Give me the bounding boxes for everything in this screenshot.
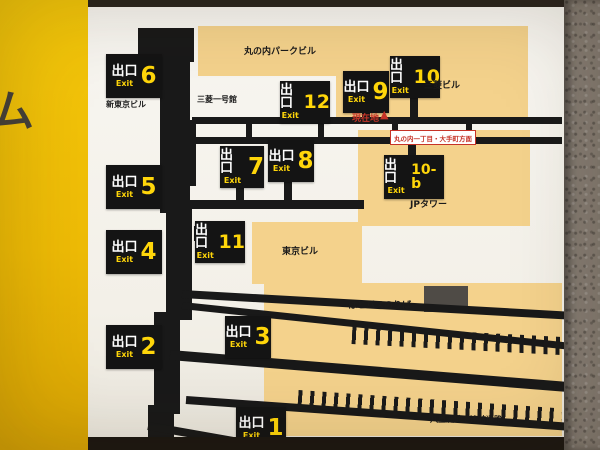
label-mitsubishi: 三菱ビル — [424, 81, 461, 91]
frame-top-edge — [0, 0, 600, 7]
label-shin-tokyo: 新東京ビル — [106, 100, 146, 109]
label-marunouchi-park: 丸の内パークビル — [244, 47, 317, 57]
partial-sign-character: ム — [0, 86, 34, 137]
exit-number: 12 — [303, 90, 330, 113]
label-jp-tower: JPタワー — [410, 200, 447, 210]
road-vertical-middle — [166, 205, 192, 320]
exit-jp-label: 出口 — [280, 83, 294, 111]
exit-en-label: Exit — [115, 78, 134, 88]
building-tokyo — [252, 222, 362, 284]
exit-number: 8 — [297, 147, 314, 174]
exit-jp-label: 出口 — [111, 239, 138, 255]
label-yaesu-passage: 八重洲地下連結通路 — [430, 415, 502, 424]
exit-en-label: Exit — [196, 251, 214, 260]
road-jag — [186, 120, 196, 186]
exit-number: 10 — [413, 65, 440, 88]
yellow-sign-border: ム — [0, 0, 88, 450]
road-stub-exit9 — [362, 113, 370, 121]
exit-number: 4 — [140, 238, 157, 265]
exit-en-label: Exit — [115, 254, 134, 264]
current-location-label: 現在地 — [352, 114, 380, 124]
road-horizontal-upper-b — [192, 137, 562, 144]
exit-jp-label: 出口 — [111, 63, 138, 79]
current-location-marker: 現在地 ▲ — [352, 108, 389, 124]
label-hato-bus: はとバスのりば — [348, 301, 412, 311]
road-horizontal-middle — [162, 200, 364, 209]
exit-number: 10-b — [411, 162, 437, 192]
road-stub-exit7 — [236, 188, 244, 202]
exit-number: 7 — [247, 153, 264, 180]
exit-en-label: Exit — [281, 111, 299, 120]
road-crossing-tick — [318, 117, 324, 144]
exit-number: 1 — [267, 414, 284, 441]
frame-bottom-edge — [0, 437, 600, 450]
exit-jp-label: 出口 — [225, 324, 252, 340]
road-stub-exit10 — [410, 98, 418, 119]
exit-jp-label: 出口 — [220, 148, 234, 176]
direction-sign: 丸の内一丁目・大手町方面 — [390, 130, 476, 145]
label-tokyo-building: 東京ビル — [282, 247, 319, 257]
wall-texture — [564, 0, 600, 450]
exit-jp-label: 出口 — [195, 223, 209, 251]
exit-en-label: Exit — [391, 86, 409, 95]
label-ichigokan: 三菱一号館 — [197, 95, 237, 104]
exit-en-label: Exit — [223, 176, 242, 185]
exit-jp-label: 出口 — [111, 334, 138, 350]
exit-number: 9 — [372, 78, 389, 105]
exit-en-label: Exit — [387, 186, 405, 195]
exit-en-label: Exit — [115, 349, 134, 359]
road-crossing-tick — [246, 117, 252, 144]
direction-sign-label: 丸の内一丁目・大手町方面 — [394, 134, 472, 143]
exit-jp-label: 出口 — [111, 174, 138, 190]
building-marunouchi-park — [198, 26, 336, 76]
exit-en-label: Exit — [272, 163, 291, 173]
exit-jp-label: 出口 — [343, 79, 370, 95]
current-location-triangle-icon: ▲ — [380, 108, 389, 121]
exit-jp-label: 出口 — [384, 158, 398, 186]
road-vertical-upper — [160, 28, 190, 213]
exit-number: 11 — [218, 230, 245, 253]
exit-en-label: Exit — [115, 189, 134, 199]
road-stub-exit10b — [408, 144, 416, 157]
exit-number: 3 — [254, 323, 271, 350]
road-stub-exit8 — [284, 182, 292, 202]
exit-en-label: Exit — [242, 430, 261, 440]
exit-jp-label: 出口 — [390, 58, 404, 86]
exit-jp-label: 出口 — [238, 415, 265, 431]
exit-en-label: Exit — [347, 94, 366, 104]
exit-en-label: Exit — [229, 339, 248, 349]
exit-jp-label: 出口 — [268, 148, 295, 164]
exit-number: 6 — [140, 62, 157, 89]
exit-number: 2 — [140, 333, 157, 360]
road-horizontal-upper-a — [192, 117, 562, 124]
exit-number: 5 — [140, 173, 157, 200]
